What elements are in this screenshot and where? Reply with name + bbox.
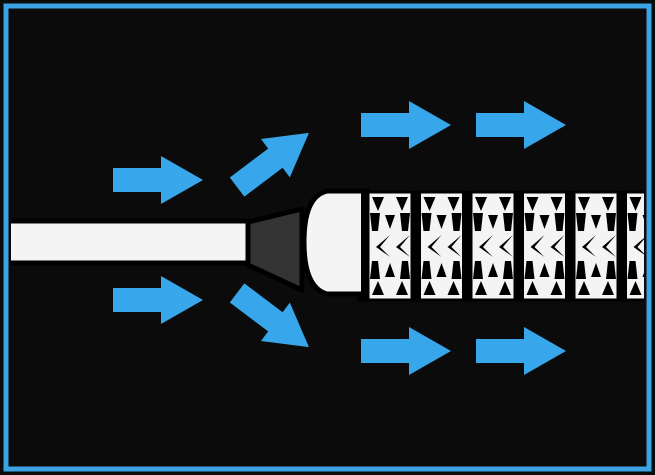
segment-teeth xyxy=(576,197,616,295)
flow-arrow-icon xyxy=(476,101,566,149)
segment-teeth xyxy=(421,197,462,295)
probe-segment xyxy=(515,190,568,302)
segment-teeth xyxy=(370,197,410,295)
flow-arrow-icon xyxy=(229,132,309,197)
segment-body xyxy=(572,190,620,302)
nozzle-cone xyxy=(245,206,305,293)
segment-body xyxy=(521,190,568,302)
probe-segment xyxy=(361,190,414,302)
segment-body xyxy=(418,190,465,302)
segment-divider xyxy=(618,191,626,301)
segment-divider xyxy=(515,191,523,301)
flow-arrow-icon xyxy=(113,156,203,204)
segment-divider xyxy=(361,191,368,301)
segment-body xyxy=(366,190,414,302)
segment-divider xyxy=(412,191,420,301)
frame-border xyxy=(3,3,652,472)
probe-segment xyxy=(464,190,517,302)
probe xyxy=(301,188,644,302)
segment-body xyxy=(469,190,517,302)
probe-segment xyxy=(618,190,644,302)
probe-segment xyxy=(567,190,620,302)
segment-teeth xyxy=(627,197,644,295)
probe-segments xyxy=(361,190,644,302)
probe-head xyxy=(301,188,371,297)
flow-arrow-icon xyxy=(361,327,451,375)
flow-arrow-icon xyxy=(361,101,451,149)
flow-arrow-icon xyxy=(476,327,566,375)
segment-teeth xyxy=(524,197,565,295)
flow-arrows xyxy=(113,101,566,375)
flow-arrow-icon xyxy=(113,276,203,324)
segment-divider xyxy=(464,191,471,301)
probe-segment xyxy=(412,190,465,302)
rod xyxy=(11,218,255,266)
flow-arrow-icon xyxy=(229,283,309,348)
segment-divider xyxy=(567,191,574,301)
segment-teeth xyxy=(473,197,513,295)
